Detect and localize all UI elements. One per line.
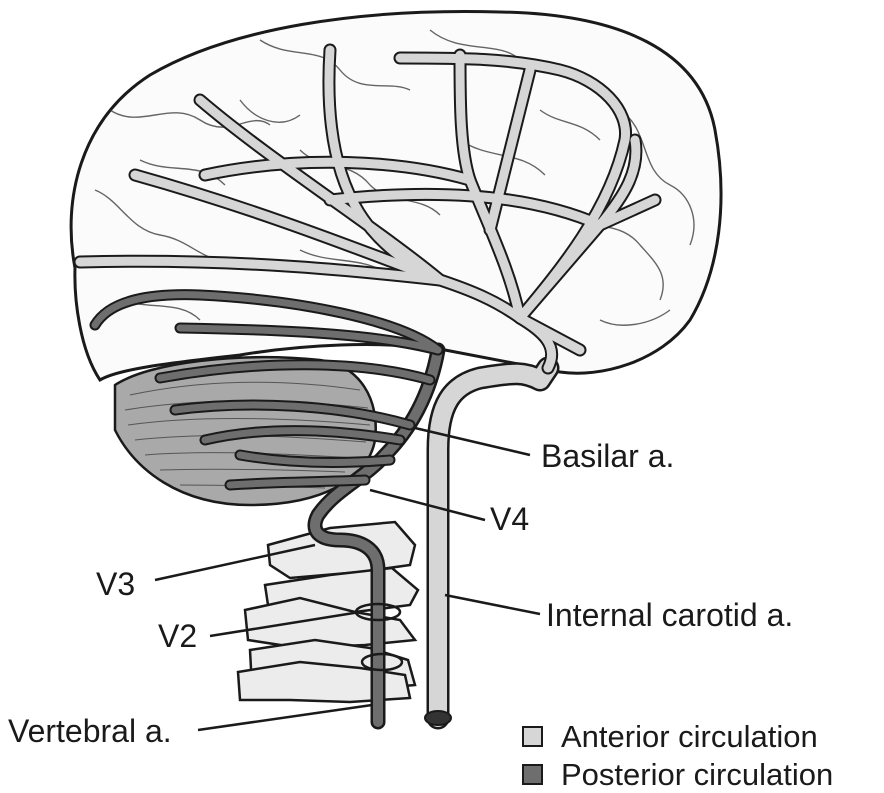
- legend-label-anterior: Anterior circulation: [561, 721, 818, 752]
- legend-item-posterior: Posterior circulation: [522, 755, 833, 793]
- label-vertebral: Vertebral a.: [8, 713, 172, 749]
- legend-label-posterior: Posterior circulation: [561, 759, 833, 790]
- label-internal-carotid: Internal carotid a.: [546, 597, 793, 633]
- label-v2: V2: [158, 618, 197, 654]
- cervical-vertebrae: [238, 522, 418, 702]
- label-v4: V4: [490, 501, 529, 537]
- legend-item-anterior: Anterior circulation: [522, 717, 833, 755]
- leader-internal-carotid: [445, 595, 540, 614]
- internal-carotid-opening: [425, 711, 451, 725]
- leader-vertebral: [198, 705, 372, 730]
- legend-swatch-anterior: [522, 726, 543, 747]
- legend: Anterior circulation Posterior circulati…: [522, 717, 833, 793]
- label-v3: V3: [96, 566, 135, 602]
- internal-carotid-vessel: [438, 368, 548, 718]
- legend-swatch-posterior: [522, 764, 543, 785]
- label-basilar: Basilar a.: [541, 438, 674, 474]
